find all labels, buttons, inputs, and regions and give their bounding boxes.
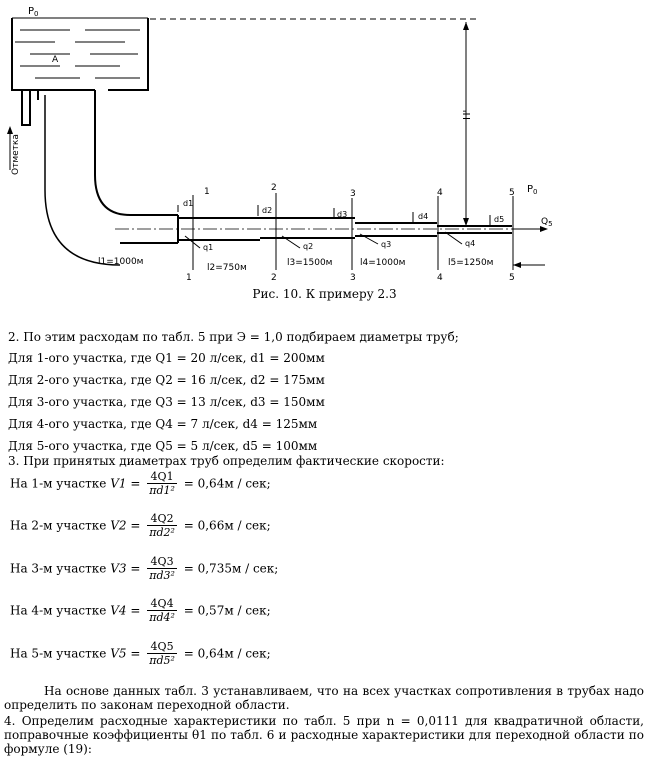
figure-caption: Рис. 10. К примеру 2.3: [252, 287, 397, 301]
section-4-bottom: 4: [437, 273, 443, 283]
q4-label: q4: [465, 239, 475, 248]
eq-3-v: V3 =: [110, 561, 141, 576]
eq-5-result: = 0,64м / сек;: [183, 646, 271, 661]
eq-3-result: = 0,735м / сек;: [183, 561, 279, 576]
d3-label: d3: [337, 210, 347, 219]
eq-2-den: πd2²: [149, 526, 175, 539]
eq-4-num: 4Q4: [147, 597, 177, 611]
eq-2-v: V2 =: [110, 518, 141, 533]
q5-label: Q5: [541, 217, 553, 228]
d1-label: d1: [183, 199, 193, 208]
flow-labels: q1 q2 q3 q4: [203, 239, 475, 252]
eq-1-den: πd1²: [149, 484, 175, 497]
paragraph-2: 2. По этим расходам по табл. 5 при Э = 1…: [8, 330, 459, 344]
section-2-top: 2: [271, 183, 277, 193]
q1-label: q1: [203, 243, 213, 252]
p0-out-label: P0: [527, 184, 538, 196]
d4-label: d4: [418, 212, 428, 221]
eq-3-prefix: На 3-м участке: [10, 561, 107, 576]
section-3-bottom: 3: [350, 273, 356, 283]
row-5: Для 5-ого участка, где Q5 = 5 л/сек, d5 …: [8, 439, 318, 453]
l5-label: l5=1250м: [448, 258, 493, 268]
length-labels: l1=1000м l2=750м l3=1500м l4=1000м l5=12…: [98, 257, 493, 273]
q3-label: q3: [381, 240, 391, 249]
vertical-label: Отметка: [11, 134, 21, 175]
section-2-bottom: 2: [271, 273, 277, 283]
h-label: H': [462, 110, 473, 120]
eq-3-num: 4Q3: [147, 555, 177, 569]
section-1-top: 1: [204, 187, 210, 197]
eq-1-v: V1 =: [110, 476, 141, 491]
section-labels: 1 1 2 2 3 3 4 4 5 5: [186, 183, 515, 283]
l1-label: l1=1000м: [98, 257, 143, 267]
eq-5-den: πd5²: [149, 654, 175, 667]
a-label: A: [52, 55, 59, 65]
section-5-bottom: 5: [509, 273, 515, 283]
eq-1-prefix: На 1-м участке: [10, 476, 107, 491]
eq-3-den: πd3²: [149, 569, 175, 582]
eq-4-den: πd4²: [149, 611, 175, 624]
section-1-bottom: 1: [186, 273, 192, 283]
eq-4-v: V4 =: [110, 603, 141, 618]
paragraph-3: 3. При принятых диаметрах труб определим…: [8, 454, 445, 468]
eq-1-result: = 0,64м / сек;: [183, 476, 271, 491]
row-4: Для 4-ого участка, где Q4 = 7 л/сек, d4 …: [8, 417, 318, 431]
eq-5-prefix: На 5-м участке: [10, 646, 107, 661]
paragraph-4: 4. Определим расходные характеристики по…: [4, 714, 644, 756]
p0-tank-label: P0: [28, 6, 39, 18]
section-3-top: 3: [350, 189, 356, 199]
l3-label: l3=1500м: [287, 258, 332, 268]
eq-2-result: = 0,66м / сек;: [183, 518, 271, 533]
l2-label: l2=750м: [207, 263, 247, 273]
eq-5-num: 4Q5: [147, 640, 177, 654]
eq-1-num: 4Q1: [147, 470, 177, 484]
eq-2-num: 4Q2: [147, 512, 177, 526]
paragraph-basis: На основе данных табл. 3 устанавливаем, …: [4, 684, 644, 712]
eq-2-prefix: На 2-м участке: [10, 518, 107, 533]
pipeline-figure: Отметка H': [7, 6, 553, 283]
eq-4-result: = 0,57м / сек;: [183, 603, 271, 618]
d2-label: d2: [262, 206, 272, 215]
row-3: Для 3-ого участка, где Q3 = 13 л/сек, d3…: [8, 395, 325, 409]
d5-label: d5: [494, 215, 504, 224]
tank: [11, 18, 149, 91]
pipe-sections: [120, 214, 512, 244]
section-5-top: 5: [509, 188, 515, 198]
eq-5-v: V5 =: [110, 646, 141, 661]
row-1: Для 1-ого участка, где Q1 = 20 л/сек, d1…: [8, 351, 325, 365]
eq-4-prefix: На 4-м участке: [10, 603, 107, 618]
l4-label: l4=1000м: [360, 258, 405, 268]
row-2: Для 2-ого участка, где Q2 = 16 л/сек, d2…: [8, 373, 325, 387]
section-4-top: 4: [437, 188, 443, 198]
q2-label: q2: [303, 242, 313, 251]
diameter-labels: d1 d2 d3 d4 d5: [183, 199, 504, 224]
